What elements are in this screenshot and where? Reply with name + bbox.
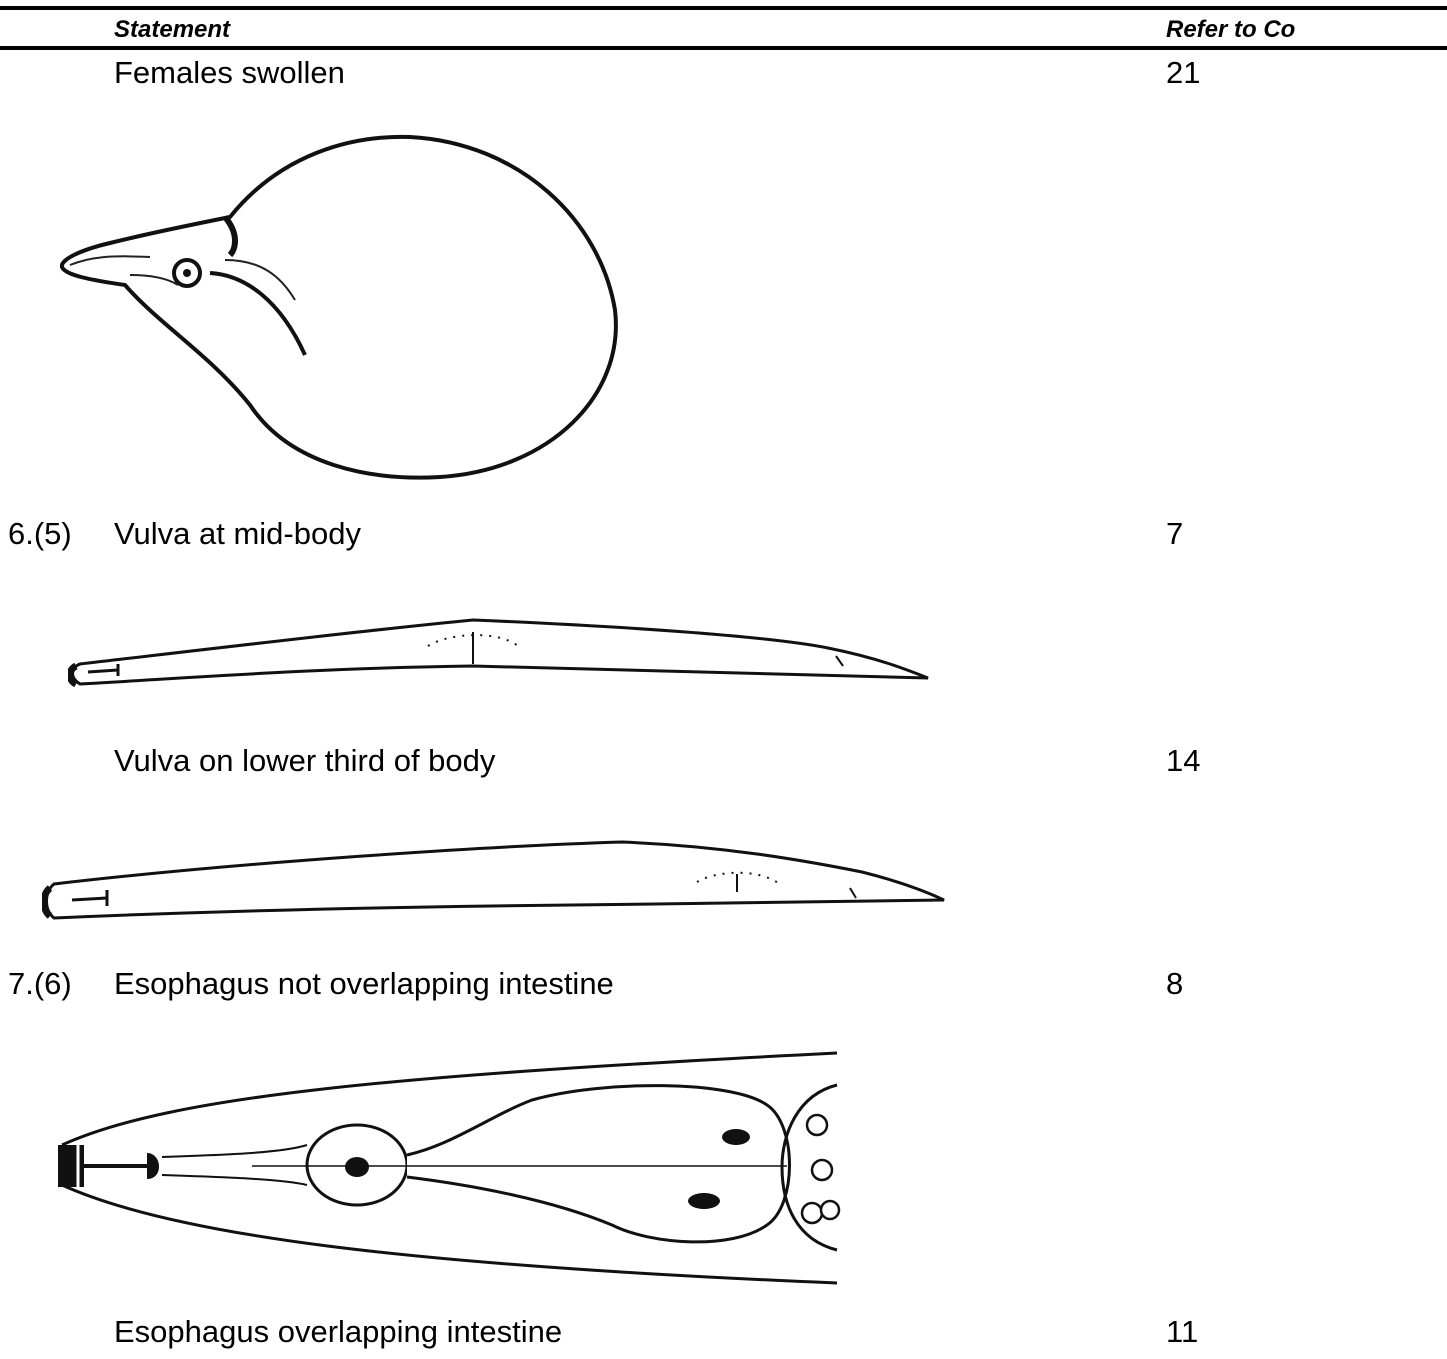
header-refer-to: Refer to Co	[1166, 16, 1295, 44]
row-2-statement: Vulva at mid-body	[114, 516, 361, 552]
header-statement: Statement	[114, 16, 230, 44]
row-5-statement: Esophagus overlapping intestine	[114, 1314, 562, 1350]
esophagus-figure	[52, 1045, 842, 1290]
row-3-statement: Vulva on lower third of body	[114, 743, 495, 779]
row-4-statement: Esophagus not overlapping intestine	[114, 966, 614, 1002]
header-rule	[0, 46, 1447, 50]
row-1-refer: 21	[1166, 55, 1200, 91]
row-4-refer: 8	[1166, 966, 1183, 1002]
vulva-mid-body-figure	[68, 608, 938, 698]
row-1-statement: Females swollen	[114, 55, 345, 91]
top-rule	[0, 6, 1447, 10]
row-2-refer: 7	[1166, 516, 1183, 552]
vulva-lower-third-figure	[42, 832, 952, 927]
row-2-couplet: 6.(5)	[8, 516, 72, 552]
row-5-refer: 11	[1166, 1314, 1198, 1350]
row-3-refer: 14	[1166, 743, 1200, 779]
row-4-couplet: 7.(6)	[8, 966, 72, 1002]
swollen-female-figure	[50, 125, 630, 490]
